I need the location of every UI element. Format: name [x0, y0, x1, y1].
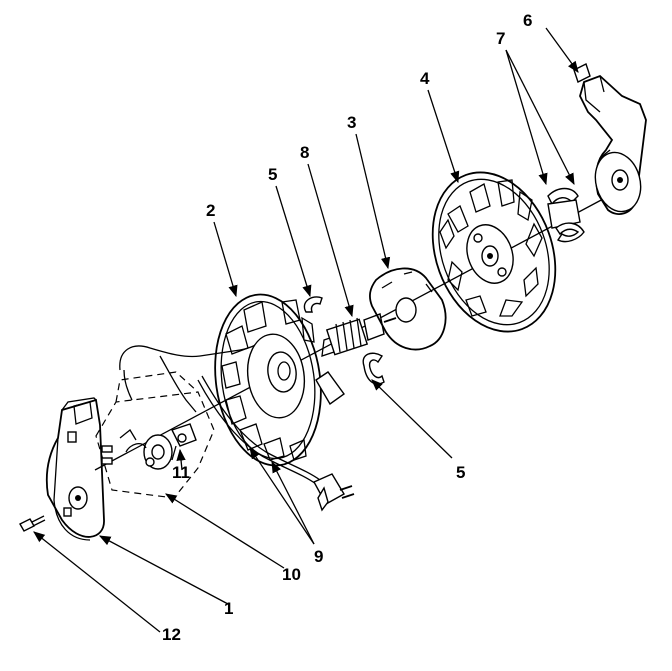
callout-5-upper: 5 — [268, 165, 277, 184]
part-11-brush — [171, 423, 197, 461]
part-4-front-reel-plate — [431, 171, 557, 333]
callout-11: 11 — [172, 463, 190, 482]
wire-harness — [119, 337, 267, 371]
callout-2: 2 — [206, 201, 215, 220]
callout-labels: 1 2 3 4 5 5 6 7 8 9 10 11 12 — [162, 11, 532, 644]
part-10-motor-assembly-box — [95, 371, 215, 499]
motor-internals — [101, 429, 173, 470]
part-6-front-cover — [573, 63, 647, 215]
part-12-screw — [19, 515, 46, 532]
leader-lines — [33, 27, 579, 633]
part-5-retaining-clip-lower — [362, 352, 385, 385]
part-1-housing-bracket — [45, 397, 105, 541]
part-7-bushing-halves — [547, 187, 585, 243]
callout-6: 6 — [523, 11, 532, 30]
callout-3: 3 — [347, 113, 356, 132]
callout-1: 1 — [224, 599, 233, 618]
callout-8: 8 — [300, 143, 309, 162]
callout-12: 12 — [162, 625, 181, 644]
part-2-back-reel-plate — [214, 293, 345, 467]
callout-7: 7 — [496, 29, 505, 48]
callout-10: 10 — [282, 565, 301, 584]
part-3-rotor-drum — [369, 267, 447, 351]
part-8-armature — [325, 313, 397, 356]
callout-5-lower: 5 — [456, 463, 465, 482]
callout-9: 9 — [314, 547, 323, 566]
callout-4: 4 — [420, 69, 430, 88]
part-9-power-cord — [197, 375, 355, 512]
part-5-retaining-clip-upper — [303, 296, 323, 313]
